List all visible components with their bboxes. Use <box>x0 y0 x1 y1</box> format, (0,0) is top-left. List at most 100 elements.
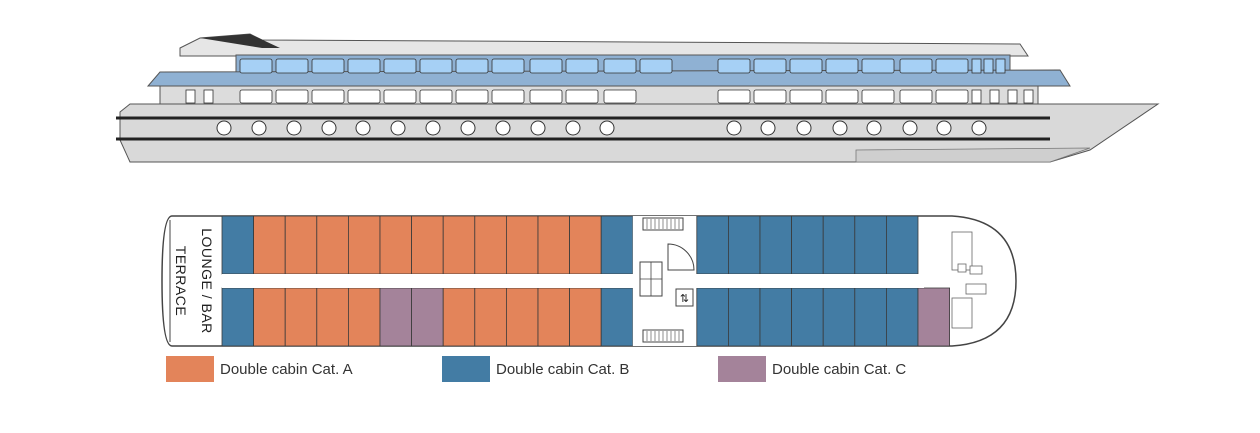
porthole <box>530 120 546 136</box>
porthole <box>355 120 371 136</box>
window <box>239 89 273 104</box>
cabin-cat-b <box>221 287 255 347</box>
legend-cat-a: Double cabin Cat. A <box>166 356 353 382</box>
cabin-cat-b <box>728 287 761 347</box>
window <box>899 89 933 104</box>
cabin-cat-a <box>316 215 349 275</box>
window <box>529 58 563 74</box>
stair-core: ⇅ <box>639 217 695 343</box>
cabin-cat-b <box>822 287 856 347</box>
window <box>717 58 751 74</box>
window <box>995 58 1006 74</box>
window <box>311 89 345 104</box>
porthole <box>286 120 302 136</box>
cabin-cat-a <box>316 287 349 347</box>
window <box>753 58 787 74</box>
porthole <box>760 120 776 136</box>
window <box>239 58 273 74</box>
legend-label-cat-b: Double cabin Cat. B <box>496 360 630 378</box>
cabin-cat-a <box>347 215 381 275</box>
legend-cat-b: Double cabin Cat. B <box>442 356 629 382</box>
bow-desk <box>951 297 973 329</box>
purple-swatch <box>718 356 766 382</box>
corridor <box>222 274 924 288</box>
window <box>603 89 637 104</box>
cabin-cat-c <box>379 287 413 347</box>
legend-cat-c: Double cabin Cat. C <box>718 356 906 382</box>
porthole <box>832 120 848 136</box>
porthole <box>425 120 441 136</box>
lounge-bar-label: LOUNGE / BAR <box>199 228 215 334</box>
window <box>275 89 309 104</box>
cabin-cat-b <box>759 215 793 275</box>
cabin-cat-a <box>569 215 602 275</box>
portholes <box>216 120 987 136</box>
bow-item <box>969 265 983 275</box>
window <box>419 58 453 74</box>
window <box>971 58 982 74</box>
cabin-cat-c <box>917 287 951 347</box>
window <box>383 58 417 74</box>
orange-swatch <box>166 356 214 382</box>
cabin-cat-a <box>505 215 539 275</box>
middle-windows <box>185 89 1034 104</box>
cabin-cat-a <box>505 287 539 347</box>
window <box>789 58 823 74</box>
window <box>825 89 859 104</box>
cabin-cat-a <box>442 287 476 347</box>
cabin-cat-b <box>791 287 824 347</box>
cabin-cat-b <box>886 287 919 347</box>
window <box>971 89 982 104</box>
window <box>861 58 895 74</box>
deck-plan: ⇅ LOUNGE / BAR TERRACE <box>161 215 1017 347</box>
window <box>753 89 787 104</box>
cabin-cat-a <box>474 287 507 347</box>
stair-lines <box>646 219 680 341</box>
window <box>275 58 309 74</box>
cabin-cat-b <box>600 215 634 275</box>
cabin-cat-b <box>886 215 919 275</box>
window <box>455 58 489 74</box>
window <box>639 58 673 74</box>
terrace-label: TERRACE <box>173 246 189 316</box>
cabin-cat-a <box>284 287 318 347</box>
cabin-cat-a <box>537 287 571 347</box>
window <box>455 89 489 104</box>
cabin-cat-a <box>442 215 476 275</box>
porthole <box>216 120 232 136</box>
elevator-arrows-icon: ⇅ <box>680 293 689 305</box>
cabin-cat-a <box>379 215 413 275</box>
porthole <box>460 120 476 136</box>
porthole <box>390 120 406 136</box>
bow-area <box>951 231 987 329</box>
porthole <box>936 120 952 136</box>
window <box>899 58 933 74</box>
window <box>185 89 196 104</box>
cabin-cat-a <box>537 215 571 275</box>
cabin-cat-b <box>696 287 729 347</box>
cabin-cat-b <box>759 287 793 347</box>
porthole <box>565 120 581 136</box>
window <box>825 58 859 74</box>
porthole <box>599 120 615 136</box>
cabin-cat-b <box>854 215 887 275</box>
funnel-stripe <box>200 34 280 48</box>
cabin-cat-a <box>474 215 507 275</box>
cabin-cat-a <box>347 287 381 347</box>
window <box>989 89 1000 104</box>
cabin-cat-b <box>854 287 887 347</box>
cabin-cat-c <box>411 287 444 347</box>
cabin-grid <box>221 215 951 347</box>
blue-swatch <box>442 356 490 382</box>
window <box>491 89 525 104</box>
porthole <box>251 120 267 136</box>
cabin-cat-b <box>600 287 634 347</box>
window <box>1023 89 1034 104</box>
cabin-cat-a <box>253 287 286 347</box>
porthole <box>726 120 742 136</box>
legend-label-cat-c: Double cabin Cat. C <box>772 360 907 378</box>
window <box>419 89 453 104</box>
cabin-cat-a <box>411 215 444 275</box>
cabin-cat-b <box>791 215 824 275</box>
